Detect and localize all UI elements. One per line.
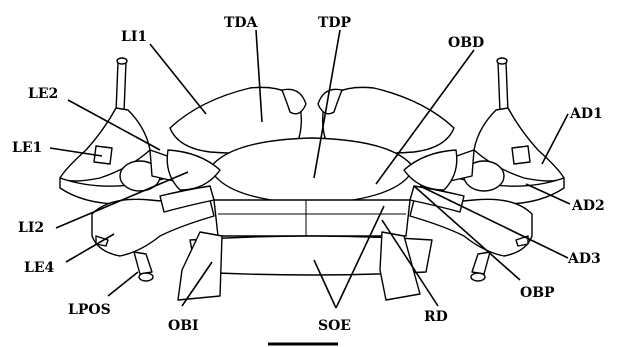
obi-block bbox=[178, 232, 222, 300]
label-rd: RD bbox=[424, 309, 448, 325]
label-le1: LE1 bbox=[12, 140, 42, 156]
label-li2: LI2 bbox=[18, 220, 44, 236]
label-ad3: AD3 bbox=[567, 251, 601, 267]
label-tdp: TDP bbox=[318, 15, 352, 31]
label-obi: OBI bbox=[168, 318, 199, 334]
label-soe: SOE bbox=[318, 318, 351, 334]
label-obp: OBP bbox=[520, 285, 555, 301]
label-obd: OBD bbox=[448, 35, 484, 51]
label-ad1: AD1 bbox=[569, 106, 603, 122]
label-le2: LE2 bbox=[28, 86, 58, 102]
label-le4: LE4 bbox=[24, 260, 55, 276]
label-li1: LI1 bbox=[121, 29, 147, 45]
label-ad2: AD2 bbox=[571, 198, 605, 214]
label-tda: TDA bbox=[224, 15, 259, 31]
label-lpos: LPOS bbox=[68, 302, 111, 318]
